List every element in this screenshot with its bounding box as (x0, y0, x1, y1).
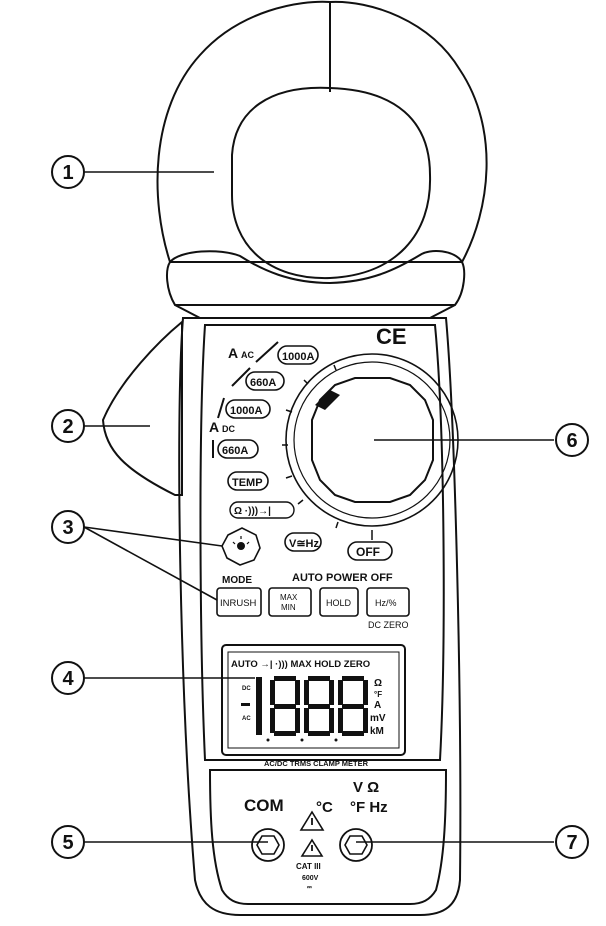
callout-4: 4 (51, 661, 85, 695)
svg-text:3: 3 (62, 517, 73, 539)
a-ac-sub: AC (241, 350, 254, 360)
model-label: AC/DC TRMS CLAMP METER (264, 759, 369, 768)
rotary-switch[interactable] (282, 353, 459, 540)
lcd-top-row: AUTO →| ·))) MAX HOLD ZERO (231, 659, 370, 670)
max-label: MAX (280, 593, 298, 602)
deg-f-hz-label: °F Hz (350, 799, 388, 816)
dc-zero-label: DC ZERO (368, 620, 409, 630)
range-dc-1000a: 1000A (230, 405, 262, 417)
auto-power-off-label: AUTO POWER OFF (292, 572, 393, 584)
callout-5: 5 (51, 825, 85, 859)
svg-text:1: 1 (62, 162, 73, 184)
lcd-dc-indicator: DC (242, 686, 251, 692)
callout-7: 7 (555, 825, 589, 859)
hold-button[interactable]: HOLD (319, 587, 359, 617)
v-ohm-label: V Ω (353, 779, 379, 796)
range-ac-1000a: 1000A (282, 351, 314, 363)
dial-pointer (315, 390, 340, 410)
hold-label: HOLD (326, 598, 352, 608)
max-min-button[interactable]: MAX MIN (268, 587, 312, 617)
clamp-jaw (156, 0, 488, 319)
max-label-small: ⎓ (307, 885, 312, 891)
inrush-label: INRUSH (220, 598, 257, 609)
deg-c-label: °C (316, 799, 333, 816)
range-labels: A AC 1000A 660A 1000A A DC 660A TEMP Ω ·… (209, 341, 393, 561)
callout-3: 3 (51, 510, 85, 544)
ce-mark: CE (376, 324, 407, 349)
hz-percent-label: Hz/% (375, 598, 397, 608)
range-dc-660a: 660A (222, 445, 248, 457)
lcd-unit-mv: mV (370, 713, 386, 724)
lcd-digits (256, 676, 368, 742)
svg-text:4: 4 (62, 668, 74, 690)
range-ac-660a: 660A (250, 377, 276, 389)
hz-percent-button[interactable]: Hz/% (366, 587, 410, 617)
range-off: OFF (356, 545, 380, 559)
lcd-unit-f: °F (374, 690, 382, 699)
svg-text:7: 7 (566, 832, 577, 854)
com-jack[interactable] (251, 828, 285, 862)
lcd-display: AUTO →| ·))) MAX HOLD ZERO DC AC Ω °F A … (221, 644, 406, 756)
cat-label: CAT III (296, 862, 321, 871)
range-v-hz: V≅Hz (289, 538, 319, 550)
min-label: MIN (281, 603, 296, 612)
a-dc-label: A (209, 419, 219, 435)
svg-text:6: 6 (566, 430, 577, 452)
lcd-ac-indicator: AC (242, 716, 251, 722)
range-temp: TEMP (232, 477, 263, 489)
svg-text:2: 2 (62, 416, 73, 438)
mode-label: MODE (222, 575, 252, 586)
com-label: COM (244, 796, 284, 815)
lcd-unit-km: kM (370, 726, 384, 737)
a-dc-sub: DC (222, 424, 235, 434)
callout-lines (83, 171, 554, 843)
v-ohm-jack[interactable] (339, 828, 373, 862)
lcd-unit-a: A (374, 700, 381, 711)
bulb-icon (237, 542, 245, 550)
callout-1: 1 (51, 155, 85, 189)
range-ohm-continuity-diode: Ω ·)))→| (234, 506, 271, 517)
callout-2: 2 (51, 409, 85, 443)
backlight-button[interactable] (221, 527, 261, 566)
lcd-unit-ohm: Ω (374, 678, 382, 689)
callout-6: 6 (555, 423, 589, 457)
inrush-button[interactable]: INRUSH (216, 587, 262, 617)
volt-label: 600V (302, 875, 319, 882)
meter-body (178, 317, 462, 916)
svg-text:5: 5 (62, 832, 73, 854)
warning-icon (299, 810, 325, 857)
jaw-trigger[interactable] (101, 319, 183, 496)
a-ac-label: A (228, 345, 238, 361)
lcd-minus-sign (241, 703, 250, 706)
